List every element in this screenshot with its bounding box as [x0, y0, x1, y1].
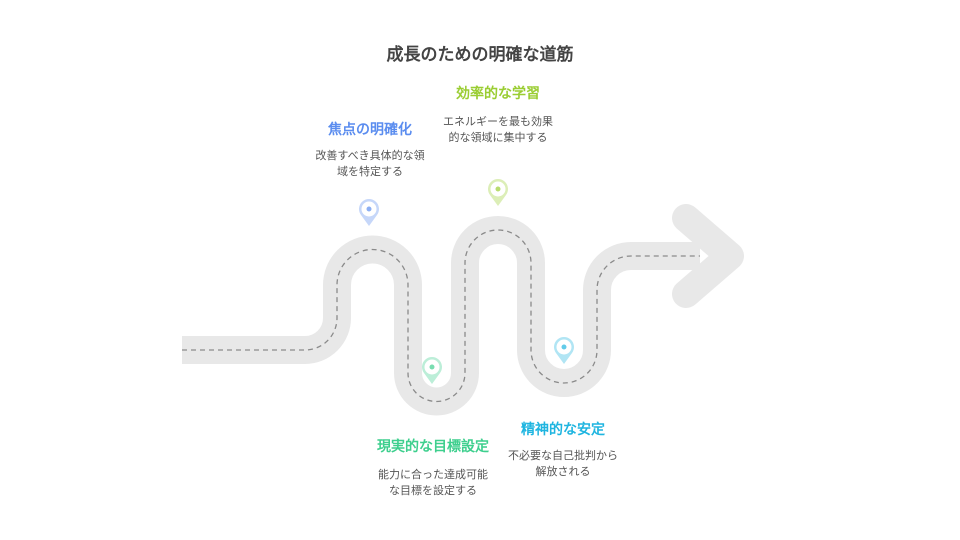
- step-description: エネルギーを最も効果的な領域に集中する: [443, 115, 553, 144]
- map-pin-icon: [554, 336, 575, 364]
- step-stability: 精神的な安定 不必要な自己批判から解放される: [498, 420, 628, 480]
- step-description: 改善すべき具体的な領域を特定する: [315, 149, 425, 178]
- step-learning: 効率的な学習 エネルギーを最も効果的な領域に集中する: [428, 84, 568, 146]
- pin-dot: [366, 206, 372, 212]
- step-goals: 現実的な目標設定 能力に合った達成可能な目標を設定する: [368, 437, 498, 499]
- step-heading: 精神的な安定: [521, 422, 605, 438]
- step-description: 不必要な自己批判から解放される: [508, 449, 618, 478]
- map-pin-icon: [422, 356, 443, 384]
- winding-road: [182, 204, 744, 416]
- step-heading: 焦点の明確化: [328, 122, 412, 138]
- step-heading: 現実的な目標設定: [377, 439, 489, 455]
- pins: [359, 179, 575, 384]
- pin-dot: [561, 344, 567, 350]
- road-surface: [182, 216, 700, 416]
- road-centerline: [182, 229, 700, 403]
- step-description: 能力に合った達成可能な目標を設定する: [378, 468, 488, 497]
- map-pin-icon: [488, 179, 509, 206]
- diagram-title: 成長のための明確な道筋: [386, 45, 574, 65]
- map-pin-icon: [359, 199, 379, 226]
- step-heading: 効率的な学習: [456, 86, 540, 102]
- arrow-head: [672, 204, 744, 308]
- step-focus: 焦点の明確化 改善すべき具体的な領域を特定する: [300, 120, 440, 180]
- pin-dot: [429, 364, 435, 370]
- pin-dot: [495, 186, 501, 192]
